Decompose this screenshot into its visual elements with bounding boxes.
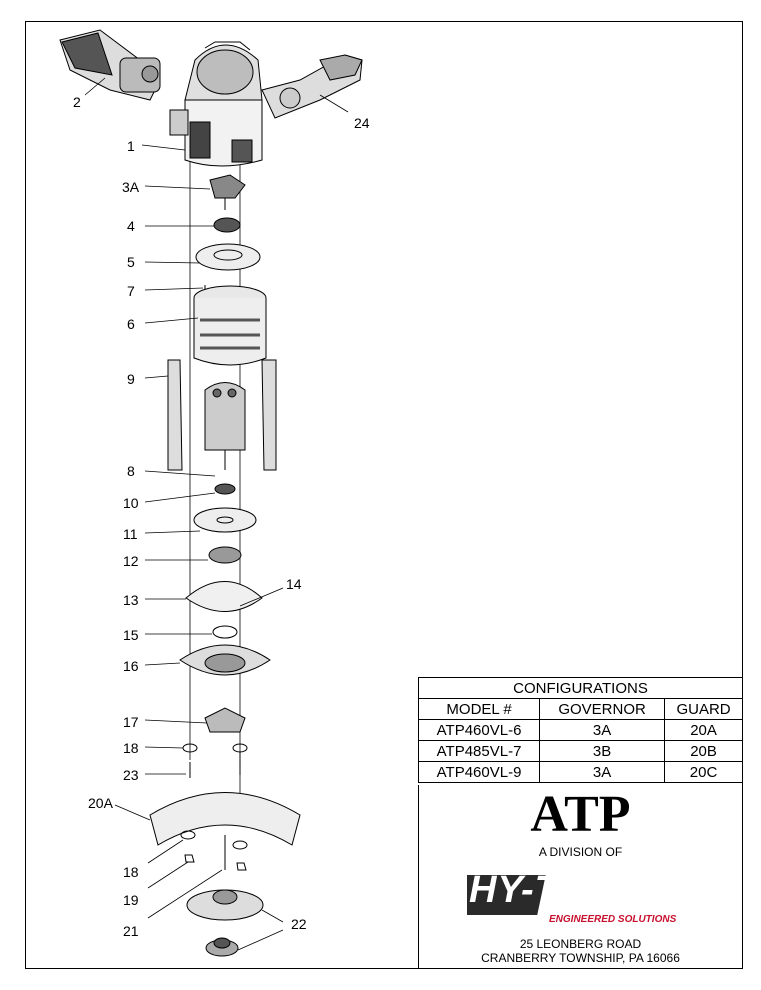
brand-name: ATP: [530, 786, 631, 843]
governor-cell: 3B: [539, 740, 666, 762]
callout-label: 8: [127, 463, 135, 479]
logo-tagline: ENGINEERED SOLUTIONS: [549, 914, 677, 925]
side-handle-part: [59, 29, 161, 101]
header-guard: GUARD: [664, 698, 743, 720]
cylinder-part: [193, 285, 267, 366]
drawing-frame: [25, 21, 743, 969]
wheel-guard-part: [149, 792, 301, 846]
table-row: ATP460VL-9 3A 20C: [417, 761, 743, 783]
callout-label: 5: [127, 254, 135, 270]
callout-label: 6: [127, 316, 135, 332]
end-plate-part: [195, 243, 261, 271]
governor-cell: 3A: [539, 719, 666, 741]
disc-part: [193, 507, 257, 533]
callout-label: 12: [123, 553, 139, 569]
guard-cell: 20C: [664, 761, 743, 783]
callout-label: 4: [127, 218, 135, 234]
leader-lines: [84, 77, 349, 951]
rear-handle-part: [261, 54, 363, 119]
bearing-housing-part: [185, 581, 263, 612]
address-line-2: CRANBERRY TOWNSHIP, PA 16066: [481, 951, 680, 965]
callout-label: 18: [123, 864, 139, 880]
address-line-1: 25 LEONBERG ROAD: [519, 937, 642, 951]
bearing-part: [213, 217, 241, 233]
division-text: A DIVISION OF: [538, 845, 623, 859]
guard-cell: 20B: [664, 740, 743, 762]
callout-label: 22: [291, 916, 307, 932]
hytech-logo-icon: [467, 875, 546, 915]
table-title: CONFIGURATIONS: [418, 677, 743, 699]
model-cell: ATP485VL-7: [417, 740, 541, 762]
spindle-part: [204, 707, 246, 733]
governor-cell: 3A: [539, 761, 666, 783]
callout-label: 16: [123, 658, 139, 674]
callout-label: 14: [286, 576, 302, 592]
callout-label: 15: [123, 627, 139, 643]
rotor-vanes-part: [167, 359, 277, 471]
callout-label: 23: [123, 767, 139, 783]
guard-cell: 20A: [664, 719, 743, 741]
callout-label: 11: [123, 526, 138, 542]
callout-label: 18: [123, 740, 139, 756]
title-block: ATP A DIVISION OF HY-TECH ENGINEERED SOL…: [418, 785, 743, 969]
logo-text: HY-TECH: [469, 869, 643, 911]
callout-label: 20A: [88, 795, 113, 811]
callout-label: 2: [73, 94, 81, 110]
callout-label: 17: [123, 714, 139, 730]
model-cell: ATP460VL-6: [417, 719, 541, 741]
callout-label: 7: [127, 283, 135, 299]
callout-label: 3A: [122, 179, 140, 195]
header-model: MODEL #: [417, 698, 541, 720]
governor-part: [209, 174, 246, 210]
table-row: ATP485VL-7 3B 20B: [417, 740, 743, 762]
callout-label: 13: [123, 592, 139, 608]
callout-label: 1: [127, 138, 135, 154]
callout-label: 21: [123, 923, 139, 939]
callout-label: 19: [123, 892, 139, 908]
motor-housing-part: [169, 41, 263, 167]
retaining-ring-part: [212, 625, 238, 639]
table-row: ATP460VL-6 3A 20A: [417, 719, 743, 741]
rear-bearing-part: [214, 483, 236, 495]
model-cell: ATP460VL-9: [417, 761, 541, 783]
configurations-table: CONFIGURATIONS MODEL # GOVERNOR GUARD AT…: [417, 677, 743, 783]
callout-label: 24: [354, 115, 370, 131]
collar-part: [208, 546, 242, 564]
callout-label: 10: [123, 495, 139, 511]
callout-label: 9: [127, 371, 135, 387]
header-governor: GOVERNOR: [539, 698, 666, 720]
